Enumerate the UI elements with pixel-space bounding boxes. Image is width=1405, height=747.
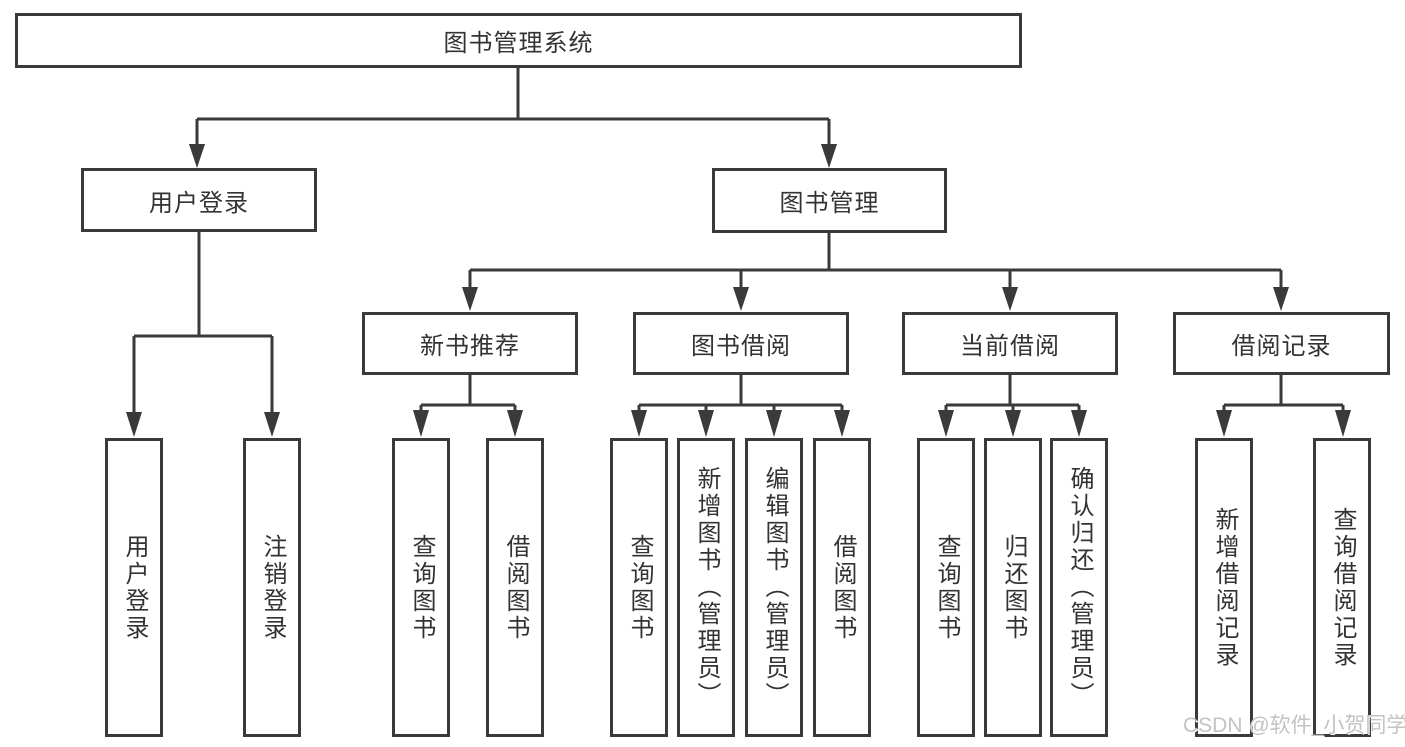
connector-records-children [1222, 375, 1345, 412]
arrow-to-leaf-borrowing-edit [766, 410, 782, 437]
leaf-label: 新增图书（管理员） [693, 466, 720, 709]
leaf-label: 借阅图书 [829, 533, 856, 642]
connector-current-children [944, 375, 1081, 412]
arrow-to-leaf-user-login [126, 412, 142, 437]
leaf-label: 借阅图书 [502, 533, 529, 642]
leaf-label: 查询借阅记录 [1329, 506, 1356, 669]
node-book-management: 图书管理 [712, 168, 947, 233]
arrow-to-leaf-records-query [1335, 410, 1351, 437]
arrowheads [126, 144, 1351, 437]
node-label: 当前借阅 [960, 333, 1060, 360]
leaf-edit-book-admin: 编辑图书（管理员） [745, 438, 803, 737]
node-label: 借阅记录 [1231, 333, 1332, 360]
node-book-borrowing: 图书借阅 [633, 312, 849, 375]
arrow-to-leaf-borrowing-query [631, 410, 647, 437]
arrow-to-records [1273, 287, 1289, 311]
arrow-to-leaf-logout [264, 412, 280, 437]
node-current-borrowing: 当前借阅 [902, 312, 1118, 375]
leaf-return-books: 归还图书 [984, 438, 1042, 737]
node-borrowing-records: 借阅记录 [1173, 312, 1390, 375]
arrow-to-leaf-current-confirm [1071, 410, 1087, 437]
arrow-to-leaf-records-add [1216, 410, 1232, 437]
leaf-borrowing-borrow-books: 借阅图书 [813, 438, 871, 737]
leaf-borrowing-query-books: 查询图书 [610, 438, 668, 737]
arrow-to-leaf-recommend-borrow [507, 410, 523, 437]
leaf-recommend-borrow-books: 借阅图书 [486, 438, 544, 737]
leaf-user-login: 用户登录 [105, 438, 163, 737]
leaf-label: 归还图书 [1000, 533, 1027, 642]
leaf-label: 用户登录 [121, 533, 148, 642]
connector-book-management-children [468, 233, 1283, 289]
arrow-to-user-login [189, 144, 205, 168]
csdn-watermark: CSDN @软件_小贺同学 [1183, 714, 1405, 737]
connector-borrowing-children [637, 375, 844, 412]
arrow-to-current [1002, 287, 1018, 311]
leaf-label: 查询图书 [626, 533, 653, 642]
arrow-to-leaf-borrowing-add [698, 410, 714, 437]
node-label: 图书管理系统 [443, 30, 594, 57]
leaf-logout: 注销登录 [243, 438, 301, 737]
node-user-login: 用户登录 [81, 168, 317, 232]
leaf-label: 新增借阅记录 [1211, 506, 1238, 669]
leaf-label: 编辑图书（管理员） [761, 466, 788, 709]
leaf-current-query-books: 查询图书 [917, 438, 975, 737]
leaf-label: 注销登录 [259, 533, 286, 642]
leaf-confirm-return-admin: 确认归还（管理员） [1050, 438, 1108, 737]
leaf-recommend-query-books: 查询图书 [392, 438, 450, 737]
leaf-add-borrowing-record: 新增借阅记录 [1195, 438, 1253, 737]
arrow-to-leaf-current-query [938, 410, 954, 437]
node-new-book-recommendation: 新书推荐 [362, 312, 578, 375]
leaf-add-book-admin: 新增图书（管理员） [677, 438, 735, 737]
connector-root-to-level2 [195, 68, 831, 146]
arrow-to-book-management [821, 144, 837, 168]
arrow-to-recommend [462, 287, 478, 311]
node-label: 图书借阅 [691, 333, 791, 360]
node-label: 用户登录 [149, 189, 249, 217]
connector-recommend-children [419, 375, 517, 412]
leaf-label: 查询图书 [408, 533, 435, 642]
leaf-label: 查询图书 [933, 533, 960, 642]
arrow-to-leaf-recommend-query [413, 410, 429, 437]
arrow-to-leaf-borrowing-borrow [834, 410, 850, 437]
node-library-management-system: 图书管理系统 [15, 13, 1022, 68]
connector-lines [132, 68, 1345, 414]
arrow-to-leaf-current-return [1005, 410, 1021, 437]
node-label: 图书管理 [779, 190, 880, 217]
node-label: 新书推荐 [420, 333, 520, 360]
connector-user-login-children [132, 231, 274, 414]
arrow-to-borrowing [733, 287, 749, 311]
leaf-query-borrowing-record: 查询借阅记录 [1313, 438, 1371, 737]
leaf-label: 确认归还（管理员） [1066, 466, 1093, 709]
